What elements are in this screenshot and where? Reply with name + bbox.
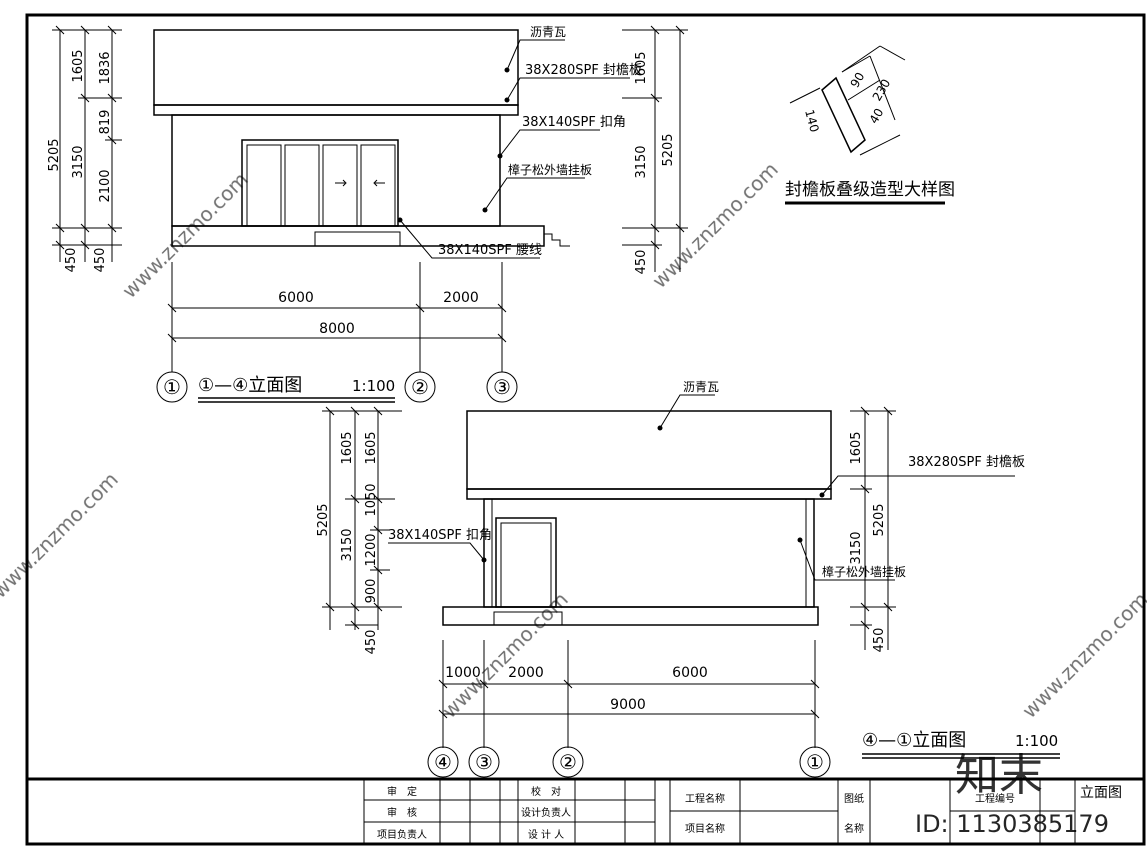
dim-text: 140: [802, 108, 821, 134]
material-label: 38X280SPF 封檐板: [908, 455, 1025, 470]
roof-shingles: [153, 29, 519, 106]
elevation-scale: 1:100: [1015, 732, 1058, 750]
eave-detail: 90 230 40 140 封檐板叠级造型大样图: [785, 45, 955, 205]
dim-text: 1605: [340, 431, 355, 464]
dim-text: 5205: [47, 138, 62, 171]
dim-text: 3150: [849, 531, 864, 564]
dim-text: 3150: [340, 528, 355, 561]
dim-text: 2000: [443, 290, 479, 306]
dim-text: 900: [364, 579, 379, 604]
dim-text: 2100: [98, 169, 113, 202]
door-leaf: [284, 144, 320, 227]
dim-text: 1605: [634, 51, 649, 84]
axis-label: ②: [411, 375, 429, 399]
dim-text: 230: [870, 77, 894, 104]
title-cell: 图纸: [844, 792, 864, 805]
axis-label: ③: [475, 750, 493, 774]
axis-label: ③: [493, 375, 511, 399]
dim-text: 450: [93, 248, 108, 273]
dim-text: 1836: [98, 51, 113, 84]
title-cell: 设 计 人: [528, 828, 564, 841]
material-label: 38X140SPF 腰线: [438, 243, 542, 258]
title-cell: 立面图: [1080, 785, 1122, 801]
plinth: [442, 606, 819, 626]
title-cell: 设计负责人: [521, 806, 571, 819]
dim-text: 5205: [316, 503, 331, 536]
material-label: 38X140SPF 扣角: [388, 528, 492, 543]
watermark-text: www.znzmo.com: [647, 157, 783, 293]
roof-shingles: [466, 410, 832, 490]
steps: [493, 611, 563, 626]
elevation-a: 5205 1605 3150 450 450 1836 819 2100 160…: [47, 25, 688, 403]
sheet-frame: [25, 13, 1146, 846]
dim-text: 6000: [278, 290, 314, 306]
dim-text: 1605: [364, 431, 379, 464]
elevation-title: ④—①立面图: [862, 730, 966, 751]
door-leaf: [360, 144, 396, 227]
material-label: 38X140SPF 扣角: [522, 115, 626, 130]
dim-text: 6000: [672, 665, 708, 681]
fascia-board: [466, 488, 832, 500]
dim-text: 1050: [364, 483, 379, 516]
watermark-text: www.znzmo.com: [0, 467, 123, 603]
material-label: 沥青瓦: [530, 25, 566, 39]
fascia-board: [153, 104, 519, 116]
wall-siding: [483, 498, 815, 608]
title-cell: 名称: [844, 822, 864, 835]
door-leaf: [246, 144, 282, 227]
title-cell: 项目负责人: [377, 828, 427, 841]
watermark-logo: 知末: [955, 750, 1043, 801]
title-cell: 审 核: [387, 806, 417, 819]
material-label: 樟子松外墙挂板: [508, 162, 592, 177]
elevation-title: ①—④立面图: [198, 375, 302, 396]
material-label: 38X280SPF 封檐板: [525, 63, 642, 78]
axis-label: ①: [806, 750, 824, 774]
dim-text: 450: [634, 250, 649, 275]
elevation-scale: 1:100: [352, 377, 395, 395]
dim-text: 1200: [364, 533, 379, 566]
corner-trim: [483, 498, 493, 608]
material-label: 樟子松外墙挂板: [822, 564, 906, 579]
dim-text: 8000: [319, 321, 355, 337]
door-leaf: [500, 522, 552, 608]
dim-text: 40: [867, 106, 887, 126]
dim-text: 819: [98, 110, 113, 135]
dim-text: 3150: [634, 145, 649, 178]
door-leaf: [322, 144, 358, 227]
dim-text: 2000: [508, 665, 544, 681]
axis-label: ④: [434, 750, 452, 774]
dim-text: 450: [64, 248, 79, 273]
dim-text: 5205: [661, 133, 676, 166]
title-cell: 校 对: [531, 785, 561, 798]
title-cell: 工程编号: [975, 792, 1015, 805]
dim-text: 1605: [849, 431, 864, 464]
detail-title: 封檐板叠级造型大样图: [785, 180, 955, 200]
steps: [314, 231, 401, 247]
watermark-id: ID: 1130385179: [915, 810, 1109, 838]
axis-label: ①: [163, 375, 181, 399]
material-label: 沥青瓦: [683, 380, 719, 394]
dim-text: 1000: [445, 665, 481, 681]
title-block: 审 定 审 核 项目负责人 校 对 设计负责人 设 计 人 工程名称 项目名称 …: [27, 777, 1144, 844]
watermark: www.znzmo.com www.znzmo.com www.znzmo.co…: [0, 157, 1147, 723]
watermark-text: www.znzmo.com: [117, 167, 253, 303]
dim-text: 5205: [872, 503, 887, 536]
dim-text: 1605: [71, 49, 86, 82]
axis-label: ②: [559, 750, 577, 774]
dim-text: 90: [848, 70, 868, 90]
corner-trim: [805, 498, 815, 608]
elevation-b: 5205 1605 3150 450 1605 1050 1200 900 16…: [316, 380, 1060, 778]
door-frame: [495, 517, 557, 608]
dim-text: 450: [364, 630, 379, 655]
title-cell: 审 定: [387, 785, 417, 798]
title-cell: 项目名称: [685, 822, 725, 835]
dim-text: 450: [872, 628, 887, 653]
title-cell: 工程名称: [685, 792, 725, 805]
dim-text: 9000: [610, 697, 646, 713]
dim-text: 3150: [71, 145, 86, 178]
watermark-text: www.znzmo.com: [1017, 587, 1147, 723]
